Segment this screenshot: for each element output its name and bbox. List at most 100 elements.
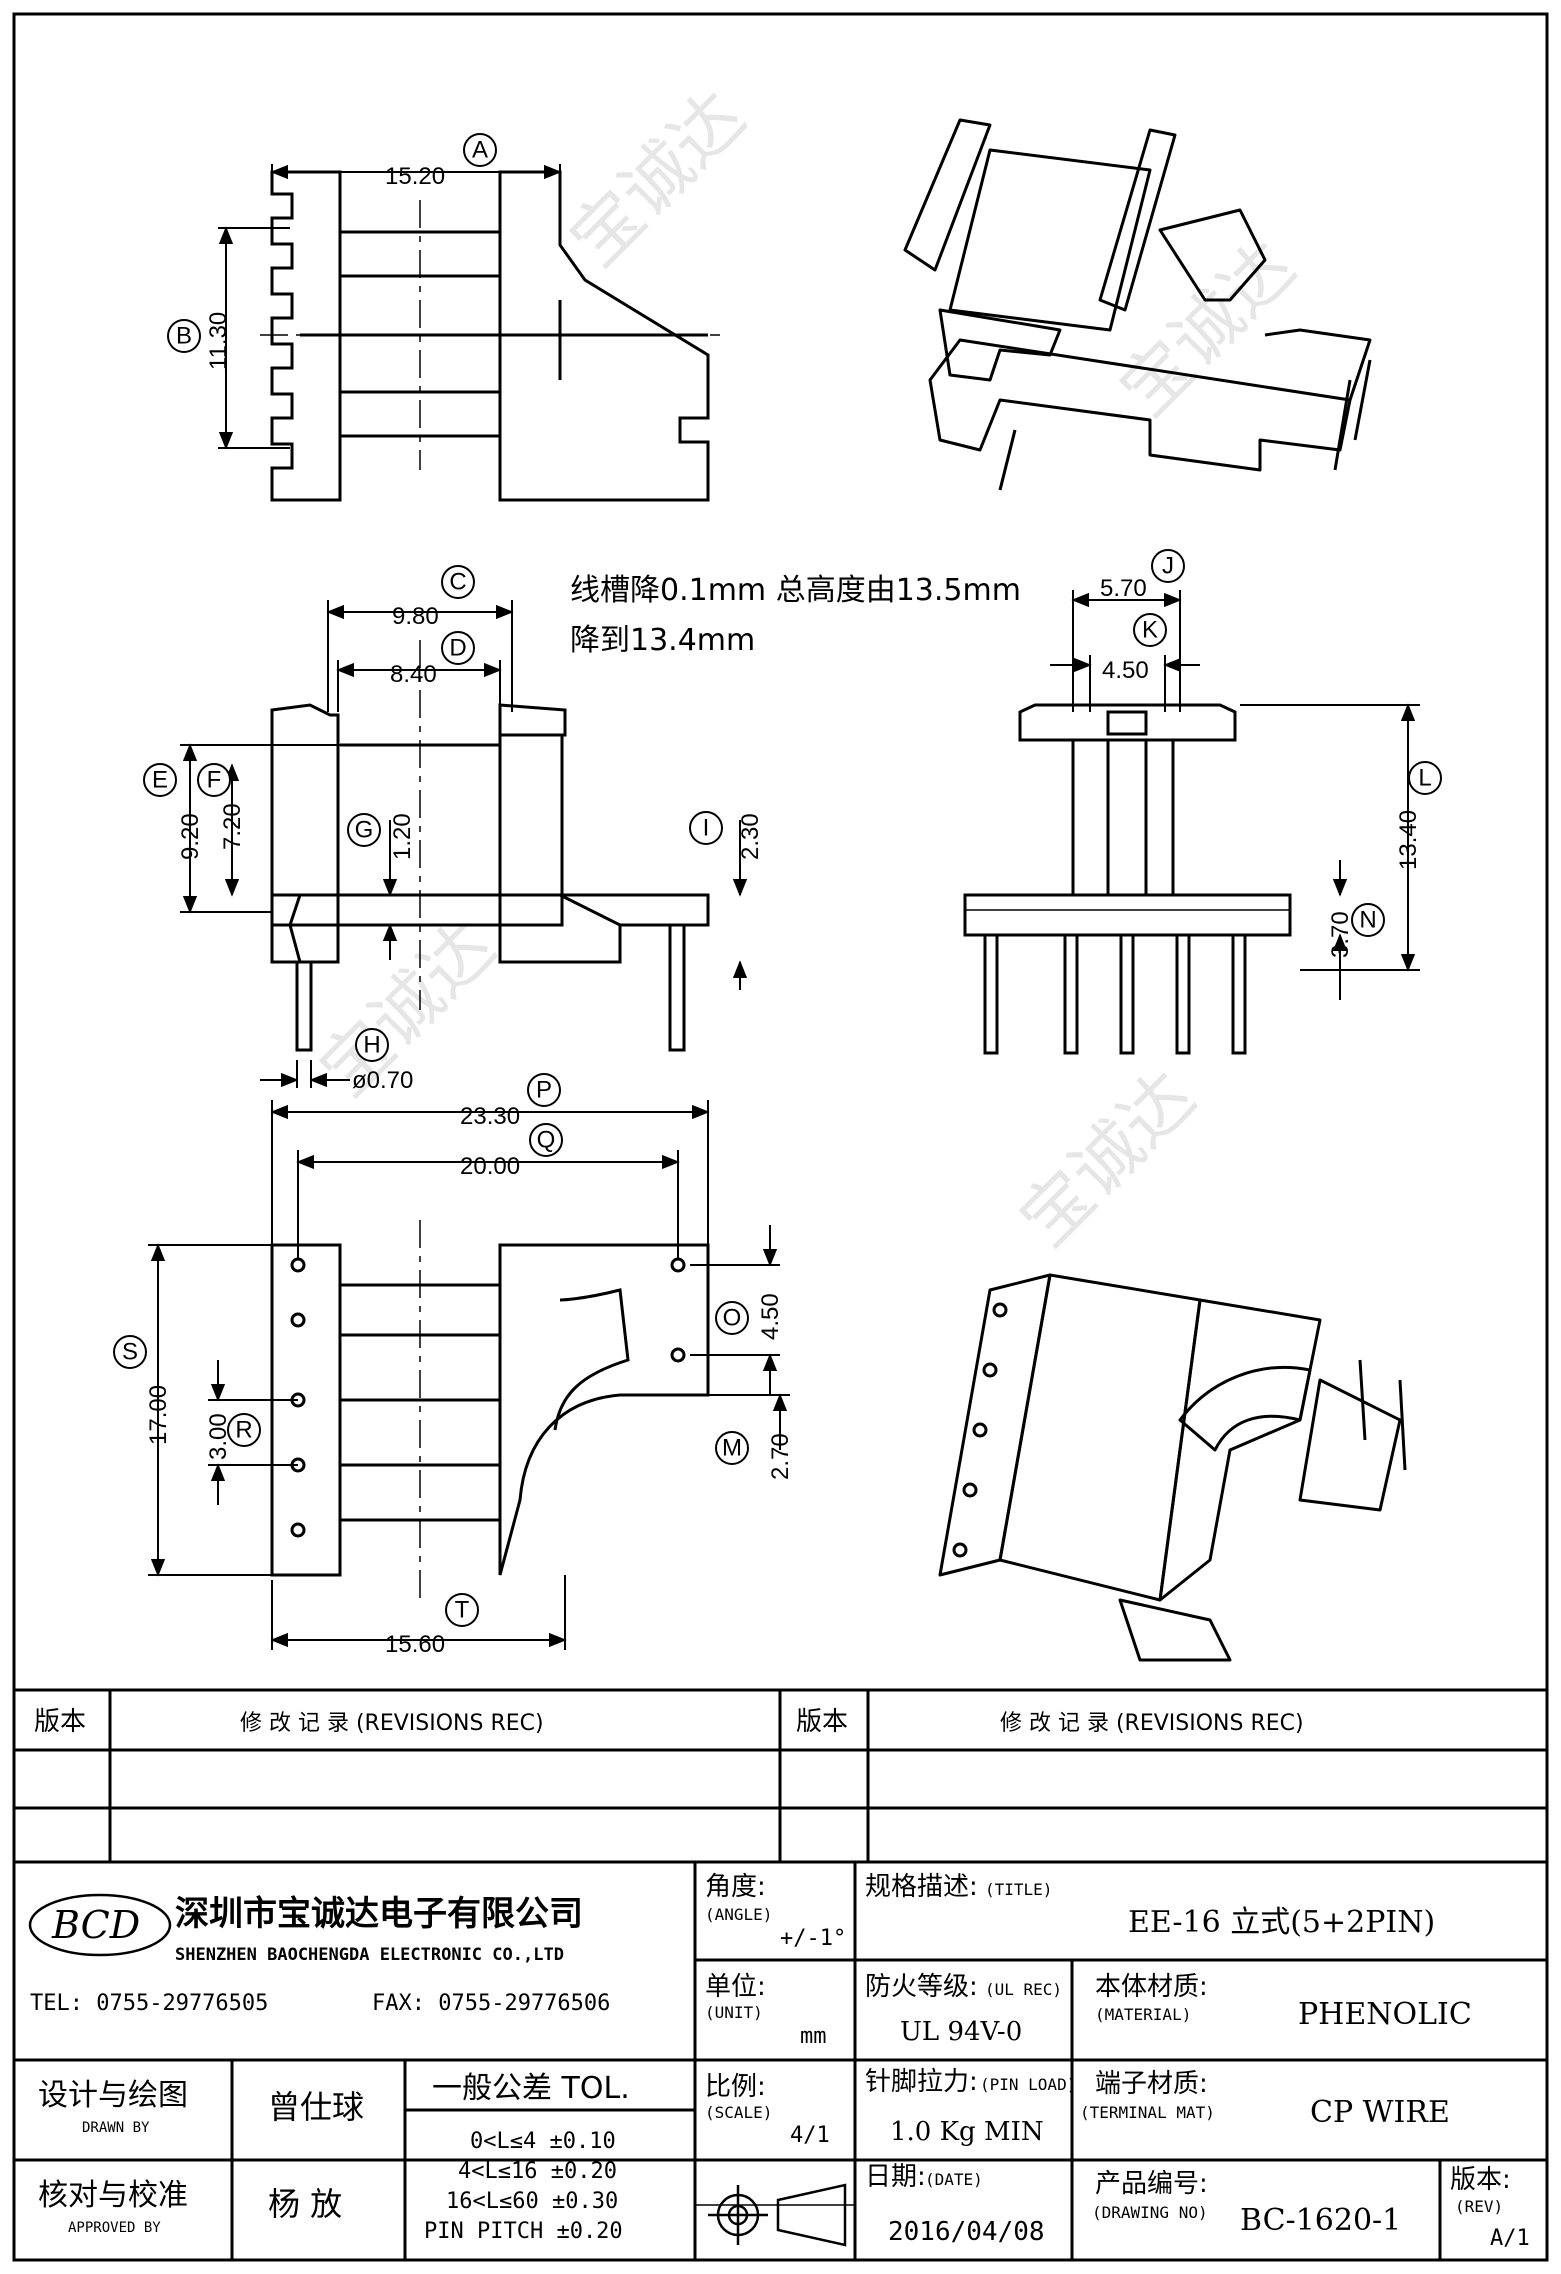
dim-label-circle [197, 763, 231, 797]
side-pin [1063, 933, 1079, 1055]
dim-label-P: P [527, 1073, 561, 1107]
iso-view-top [903, 118, 1372, 491]
dim-N-value: 3.70 [1327, 911, 1354, 958]
bottom-view [270, 1220, 710, 1600]
dim-label-B: B [167, 319, 201, 353]
dim-K-value: 4.50 [1102, 657, 1149, 684]
approve-label-en: APPROVED BY [68, 2220, 161, 2236]
dim-label-D: D [441, 631, 475, 665]
dim-label-circle [355, 1028, 389, 1062]
title-label-en: (TITLE) [985, 1880, 1052, 1899]
company-fax: FAX: 0755-29776506 [372, 1991, 610, 2016]
revision-record-header: 修 改 记 录 (REVISIONS REC) [240, 1711, 544, 1736]
rev-value: A/1 [1490, 2226, 1530, 2251]
side-pin [1231, 933, 1247, 1055]
dim-S-value: 17.00 [145, 1385, 172, 1445]
top-view [260, 170, 720, 502]
dim-label-Q: Q [529, 1123, 563, 1157]
dim-label-circle [715, 1301, 749, 1335]
tolerance-row: 16<L≤60 ±0.30 [446, 2189, 618, 2214]
dim-label-N: N [1351, 903, 1385, 937]
unit-value: mm [800, 2024, 827, 2049]
dim-label-letter: M [722, 1435, 742, 1462]
dim-label-circle [689, 811, 723, 845]
pin-hole [670, 1257, 686, 1273]
dim-label-letter: P [536, 1077, 552, 1104]
side-view [963, 703, 1292, 1055]
bottom-left-flange [270, 1243, 342, 1577]
dim-E-value: 9.20 [177, 813, 204, 860]
dim-label-J: J [1151, 549, 1185, 583]
dim-label-circle [441, 565, 475, 599]
dim-label-letter: Q [537, 1127, 556, 1154]
pinload-label-en: (PIN LOAD) [980, 2075, 1076, 2094]
dim-label-letter: R [235, 1417, 252, 1444]
side-top-flange [1018, 703, 1237, 742]
dim-label-circle [715, 1431, 749, 1465]
company-name-cn: 深圳市宝诚达电子有限公司 [175, 1894, 583, 1934]
dim-label-letter: E [152, 767, 168, 794]
dim-label-circle [527, 1073, 561, 1107]
dim-B-value: 11.30 [205, 312, 232, 370]
dim-O-value: 4.50 [757, 1293, 784, 1340]
dim-J-value: 5.70 [1100, 575, 1147, 602]
terminal-label: 端子材质: [1095, 2069, 1208, 2099]
base-front [270, 893, 710, 964]
front-view-dimensions [180, 600, 748, 1088]
dim-G-value: 1.20 [389, 813, 416, 860]
dim-label-circle [445, 1593, 479, 1627]
designer-name: 曾仕球 [268, 2088, 364, 2126]
dim-label-circle [143, 763, 177, 797]
terminal-label-en: (TERMINAL MAT) [1080, 2103, 1215, 2122]
dim-label-letter: F [207, 767, 222, 794]
dim-label-K: K [1133, 613, 1167, 647]
dim-label-L: L [1408, 761, 1442, 795]
pinload-value: 1.0 Kg MIN [890, 2117, 1044, 2147]
right-flange-front [498, 703, 567, 737]
date-label-en: (DATE) [925, 2170, 983, 2189]
dim-label-letter: T [455, 1597, 470, 1624]
approver-name: 杨 放 [268, 2185, 342, 2223]
company-tel: TEL: 0755-29776505 [30, 1991, 268, 2016]
projection-symbol-icon [708, 2183, 847, 2247]
material-label: 本体材质: [1095, 1972, 1208, 2002]
dim-label-letter: D [449, 635, 466, 662]
dim-L-value: 13.40 [1395, 810, 1422, 870]
angle-label-en: (ANGLE) [705, 1905, 772, 1924]
dim-label-C: C [441, 565, 475, 599]
terminal-value: CP WIRE [1310, 2095, 1450, 2130]
title-value: EE-16 立式(5+2PIN) [1128, 1905, 1435, 1940]
side-pin [983, 933, 999, 1055]
dim-Q-value: 20.00 [460, 1153, 520, 1180]
dim-label-letter: N [1359, 907, 1376, 934]
pinload-label: 针脚拉力: [865, 2067, 978, 2097]
watermark-text: 宝诚达 [1104, 226, 1310, 432]
drawing-no-label-en: (DRAWING NO) [1092, 2203, 1208, 2222]
dim-label-letter: K [1142, 617, 1158, 644]
dim-label-letter: I [703, 815, 710, 842]
dim-label-circle [1133, 613, 1167, 647]
bottom-view-dimensions [148, 1100, 790, 1650]
dim-label-letter: J [1162, 553, 1174, 580]
dim-label-R: R [227, 1413, 261, 1447]
dim-label-circle [1408, 761, 1442, 795]
ul-value: UL 94V-0 [900, 2017, 1022, 2047]
dim-label-circle [167, 319, 201, 353]
dim-label-circle [347, 813, 381, 847]
material-label-en: (MATERIAL) [1095, 2005, 1191, 2024]
dim-label-letter: H [363, 1032, 380, 1059]
dim-H-value: ø0.70 [352, 1067, 413, 1094]
approve-label: 核对与校准 [38, 2178, 188, 2213]
dim-label-circle [463, 133, 497, 167]
dim-label-letter: A [472, 137, 488, 164]
pin-hole [290, 1257, 306, 1273]
front-view [270, 640, 710, 1052]
rev-label: 版本: [1450, 2165, 1511, 2195]
scale-value: 4/1 [790, 2123, 830, 2148]
dim-label-circle [1151, 549, 1185, 583]
dim-label-I: I [689, 811, 723, 845]
watermark-group: 宝诚达 宝诚达 宝诚达 宝诚达 [304, 76, 1310, 1262]
dim-label-letter: B [176, 323, 192, 350]
revision-version-header: 版本 [34, 1707, 86, 1737]
